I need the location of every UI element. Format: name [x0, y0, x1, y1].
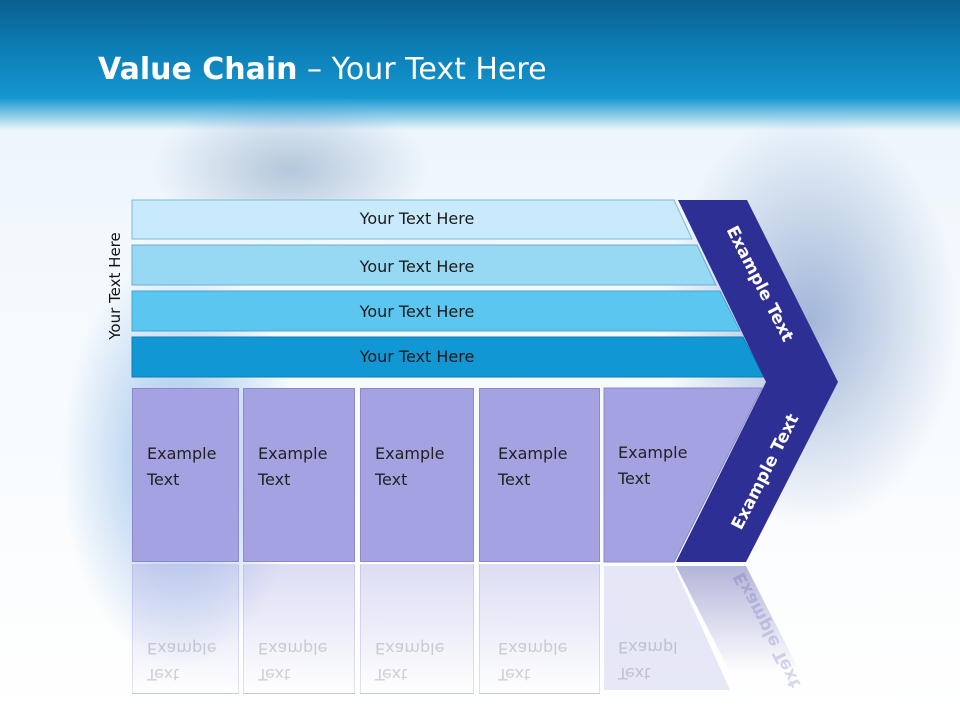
page-title: Value Chain – Your Text Here	[98, 52, 547, 87]
column-line-1: Example	[375, 444, 445, 463]
last-column-shape	[603, 387, 763, 563]
column-line-2: Text	[375, 470, 408, 489]
support-bar-1-label: Your Text Here	[359, 209, 475, 228]
reflection-text: Text Example	[375, 635, 444, 687]
column-reflection-3: Text Example	[360, 564, 474, 694]
support-bar-2	[131, 244, 717, 286]
reflection-line-2: Text	[618, 664, 651, 683]
reflection-line-1: Example	[498, 639, 568, 658]
margin-arrow	[676, 200, 838, 562]
reflection-line-2: Text	[375, 665, 408, 684]
column-line-1: Example	[618, 443, 688, 462]
reflection-line-2: Text	[498, 665, 531, 684]
column-reflection-2: Text Example	[243, 564, 355, 694]
support-bar-2-label: Your Text Here	[359, 257, 475, 276]
reflection-line-1: Example	[375, 639, 445, 658]
column-line-2: Text	[618, 469, 651, 488]
margin-arrow-reflection	[676, 566, 800, 672]
column-line-2: Text	[258, 470, 291, 489]
column-line-1: Example	[498, 444, 568, 463]
column-line-2: Text	[147, 470, 180, 489]
reflection-line-1: Example	[618, 638, 676, 657]
reflection-text: Text Example	[258, 635, 327, 687]
title-bold: Value Chain	[98, 52, 298, 87]
column-line-1: Example	[258, 444, 328, 463]
column-reflection-5: Text Example	[604, 564, 676, 694]
column-reflection-1: Text Example	[132, 564, 239, 694]
title-rest: – Your Text Here	[297, 52, 547, 87]
reflection-line-2: Text	[147, 665, 180, 684]
header-band	[0, 0, 960, 130]
support-bar-3-label: Your Text Here	[359, 302, 475, 321]
column-line-2: Text	[498, 470, 531, 489]
support-bar-1	[131, 199, 693, 240]
last-column-reflection	[604, 566, 730, 690]
reflection-text: Text Example	[147, 635, 216, 687]
reflection-text: Text Example	[618, 634, 676, 686]
column-line-1: Example	[147, 444, 217, 463]
column-reflection-4: Text Example	[479, 564, 600, 694]
support-bar-4-label: Your Text Here	[359, 347, 475, 366]
reflection-line-1: Example	[147, 639, 217, 658]
support-bar-3	[131, 290, 741, 332]
reflection-text: Text Example	[498, 635, 567, 687]
reflection-line-2: Text	[258, 665, 291, 684]
reflection-line-1: Example	[258, 639, 328, 658]
